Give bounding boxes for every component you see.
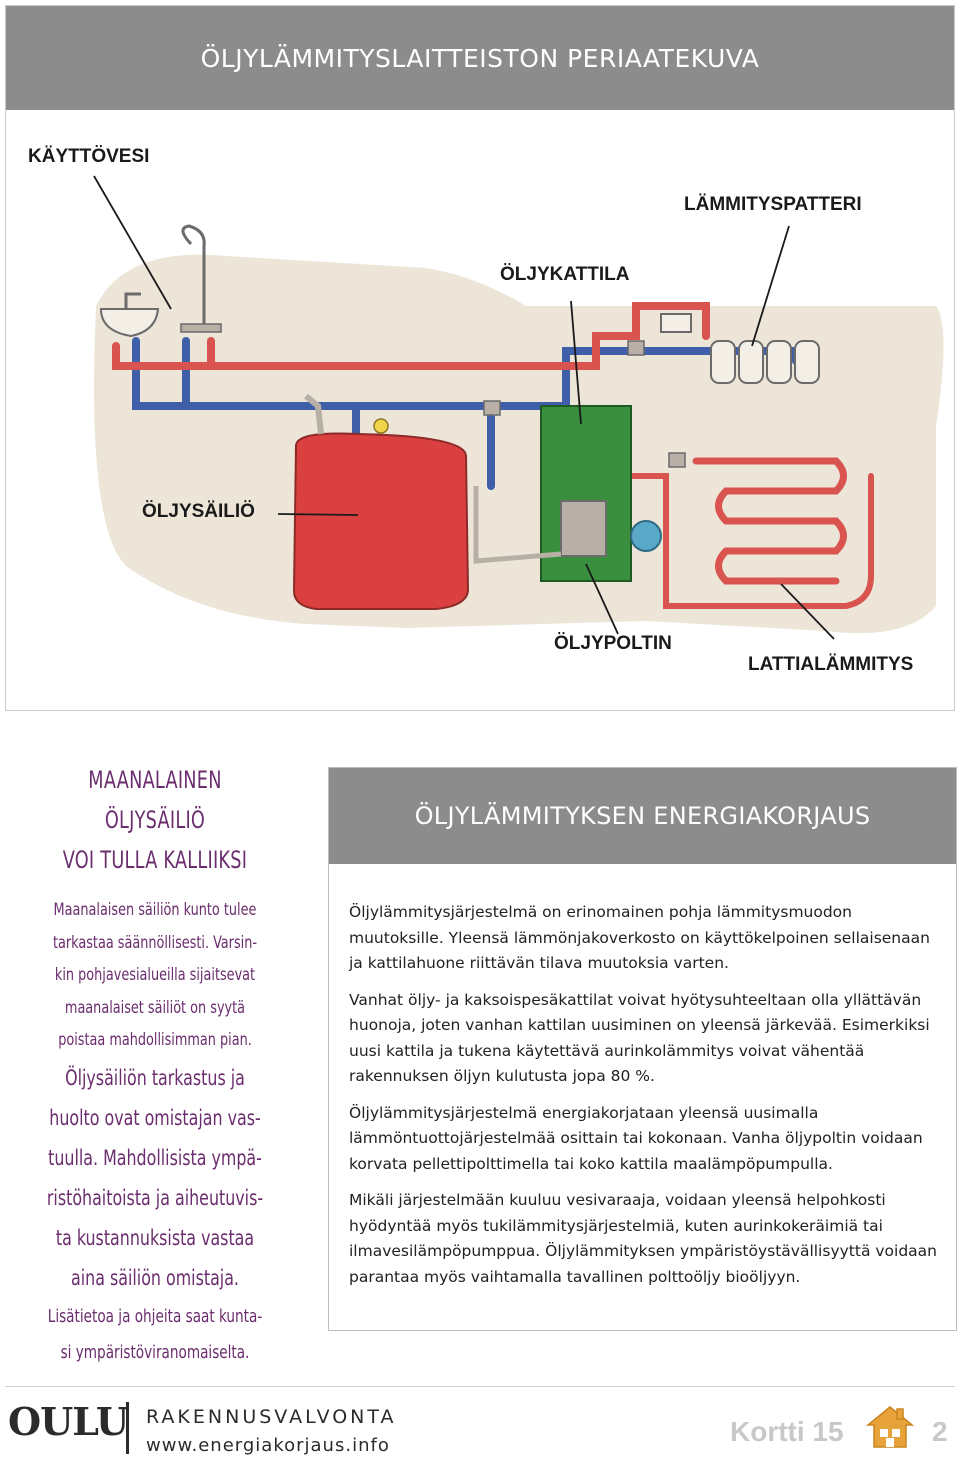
pump-icon [630,520,662,552]
article-header: ÖLJYLÄMMITYKSEN ENERGIAKORJAUS [329,768,956,864]
left-text-line: tarkastaa säännöllisesti. Varsin- [52,932,258,953]
label-lattialammitys: LATTIALÄMMITYS [748,654,914,675]
sink-icon [99,292,160,338]
left-text-line: huolto ovat omistajan vas- [49,1105,261,1130]
label-oljysailio: ÖLJYSÄILIÖ [142,501,255,522]
shower-icon [180,224,222,333]
left-heading-line-2: VOI TULLA KALLIIKSI [62,846,248,874]
article-paragraph: Öljylämmitysjärjestelmä energiakorjataan… [349,1103,923,1173]
left-text-line: Lisätietoa ja ohjeita saat kunta- [47,1305,263,1327]
left-text-line: ristöhaitoista ja aiheutuvis- [46,1185,264,1210]
thermostat-icon [660,313,692,333]
label-kayttovesi: KÄYTTÖVESI [28,146,150,167]
backdrop [94,254,944,634]
diagram-header: ÖLJYLÄMMITYSLAITTEISTON PERIAATEKUVA [6,6,954,110]
house-icon [866,1406,914,1448]
label-oljypoltin: ÖLJYPOLTIN [554,633,672,654]
oil-burner-icon [473,486,607,564]
heating-system-illustration [93,175,944,640]
underground-tank-notice: MAANALAINEN ÖLJYSÄILIÖ VOI TULLA KALLIIK… [10,760,300,1369]
card-label: Kortti 15 [730,1416,844,1447]
left-text-line: Öljysäiliön tarkastus ja [65,1065,245,1090]
diagram-card: ÖLJYLÄMMITYSLAITTEISTON PERIAATEKUVA [5,5,955,711]
department-name: RAKENNUSVALVONTA [146,1406,397,1428]
article-title: ÖLJYLÄMMITYKSEN ENERGIAKORJAUS [414,802,871,830]
floor-heating-coils [692,457,847,585]
left-text-line: Maanalaisen säiliön kunto tulee [53,900,257,920]
left-text-line: kin pohjavesialueilla sijaitsevat [54,965,256,985]
hot-pipes [112,302,710,370]
article-paragraph: Öljylämmitysjärjestelmä on erinomainen p… [349,903,930,972]
article-paragraph: Mikäli järjestelmään kuuluu vesivaraaja,… [349,1191,937,1286]
oil-tank-icon [292,393,470,610]
left-text-line: aina säiliön omistaja. [71,1265,239,1290]
diagram-title: ÖLJYLÄMMITYSLAITTEISTON PERIAATEKUVA [200,44,760,73]
oulu-logo: OULU [8,1399,129,1444]
left-text-line: tuulla. Mahdollisista ympä- [48,1145,262,1170]
page-number: 2 [932,1416,948,1447]
left-text-line: poistaa mahdollisimman pian. [58,1030,252,1050]
label-oljykattila: ÖLJYKATTILA [500,264,630,285]
footer-divider [5,1386,955,1387]
logo-separator [126,1402,129,1454]
label-lammityspatteri: LÄMMITYSPATTERI [684,194,862,215]
left-text-line: ta kustannuksista vastaa [55,1225,255,1250]
leader-lines [93,175,835,640]
left-text-line: si ympäristöviranomaiselta. [60,1341,250,1363]
article-paragraph: Vanhat öljy- ja kaksoispesäkattilat voiv… [349,990,930,1086]
radiator-icon [710,340,820,384]
left-text-line: maanalaiset säiliöt on syytä [64,997,246,1018]
website-link[interactable]: www.energiakorjaus.info [146,1435,390,1456]
left-heading-line-1: MAANALAINEN ÖLJYSÄILIÖ [88,766,222,834]
energy-renovation-article: ÖLJYLÄMMITYKSEN ENERGIAKORJAUS Öljylämmi… [328,767,957,1331]
article-body: Öljylämmitysjärjestelmä on erinomainen p… [349,900,944,1301]
